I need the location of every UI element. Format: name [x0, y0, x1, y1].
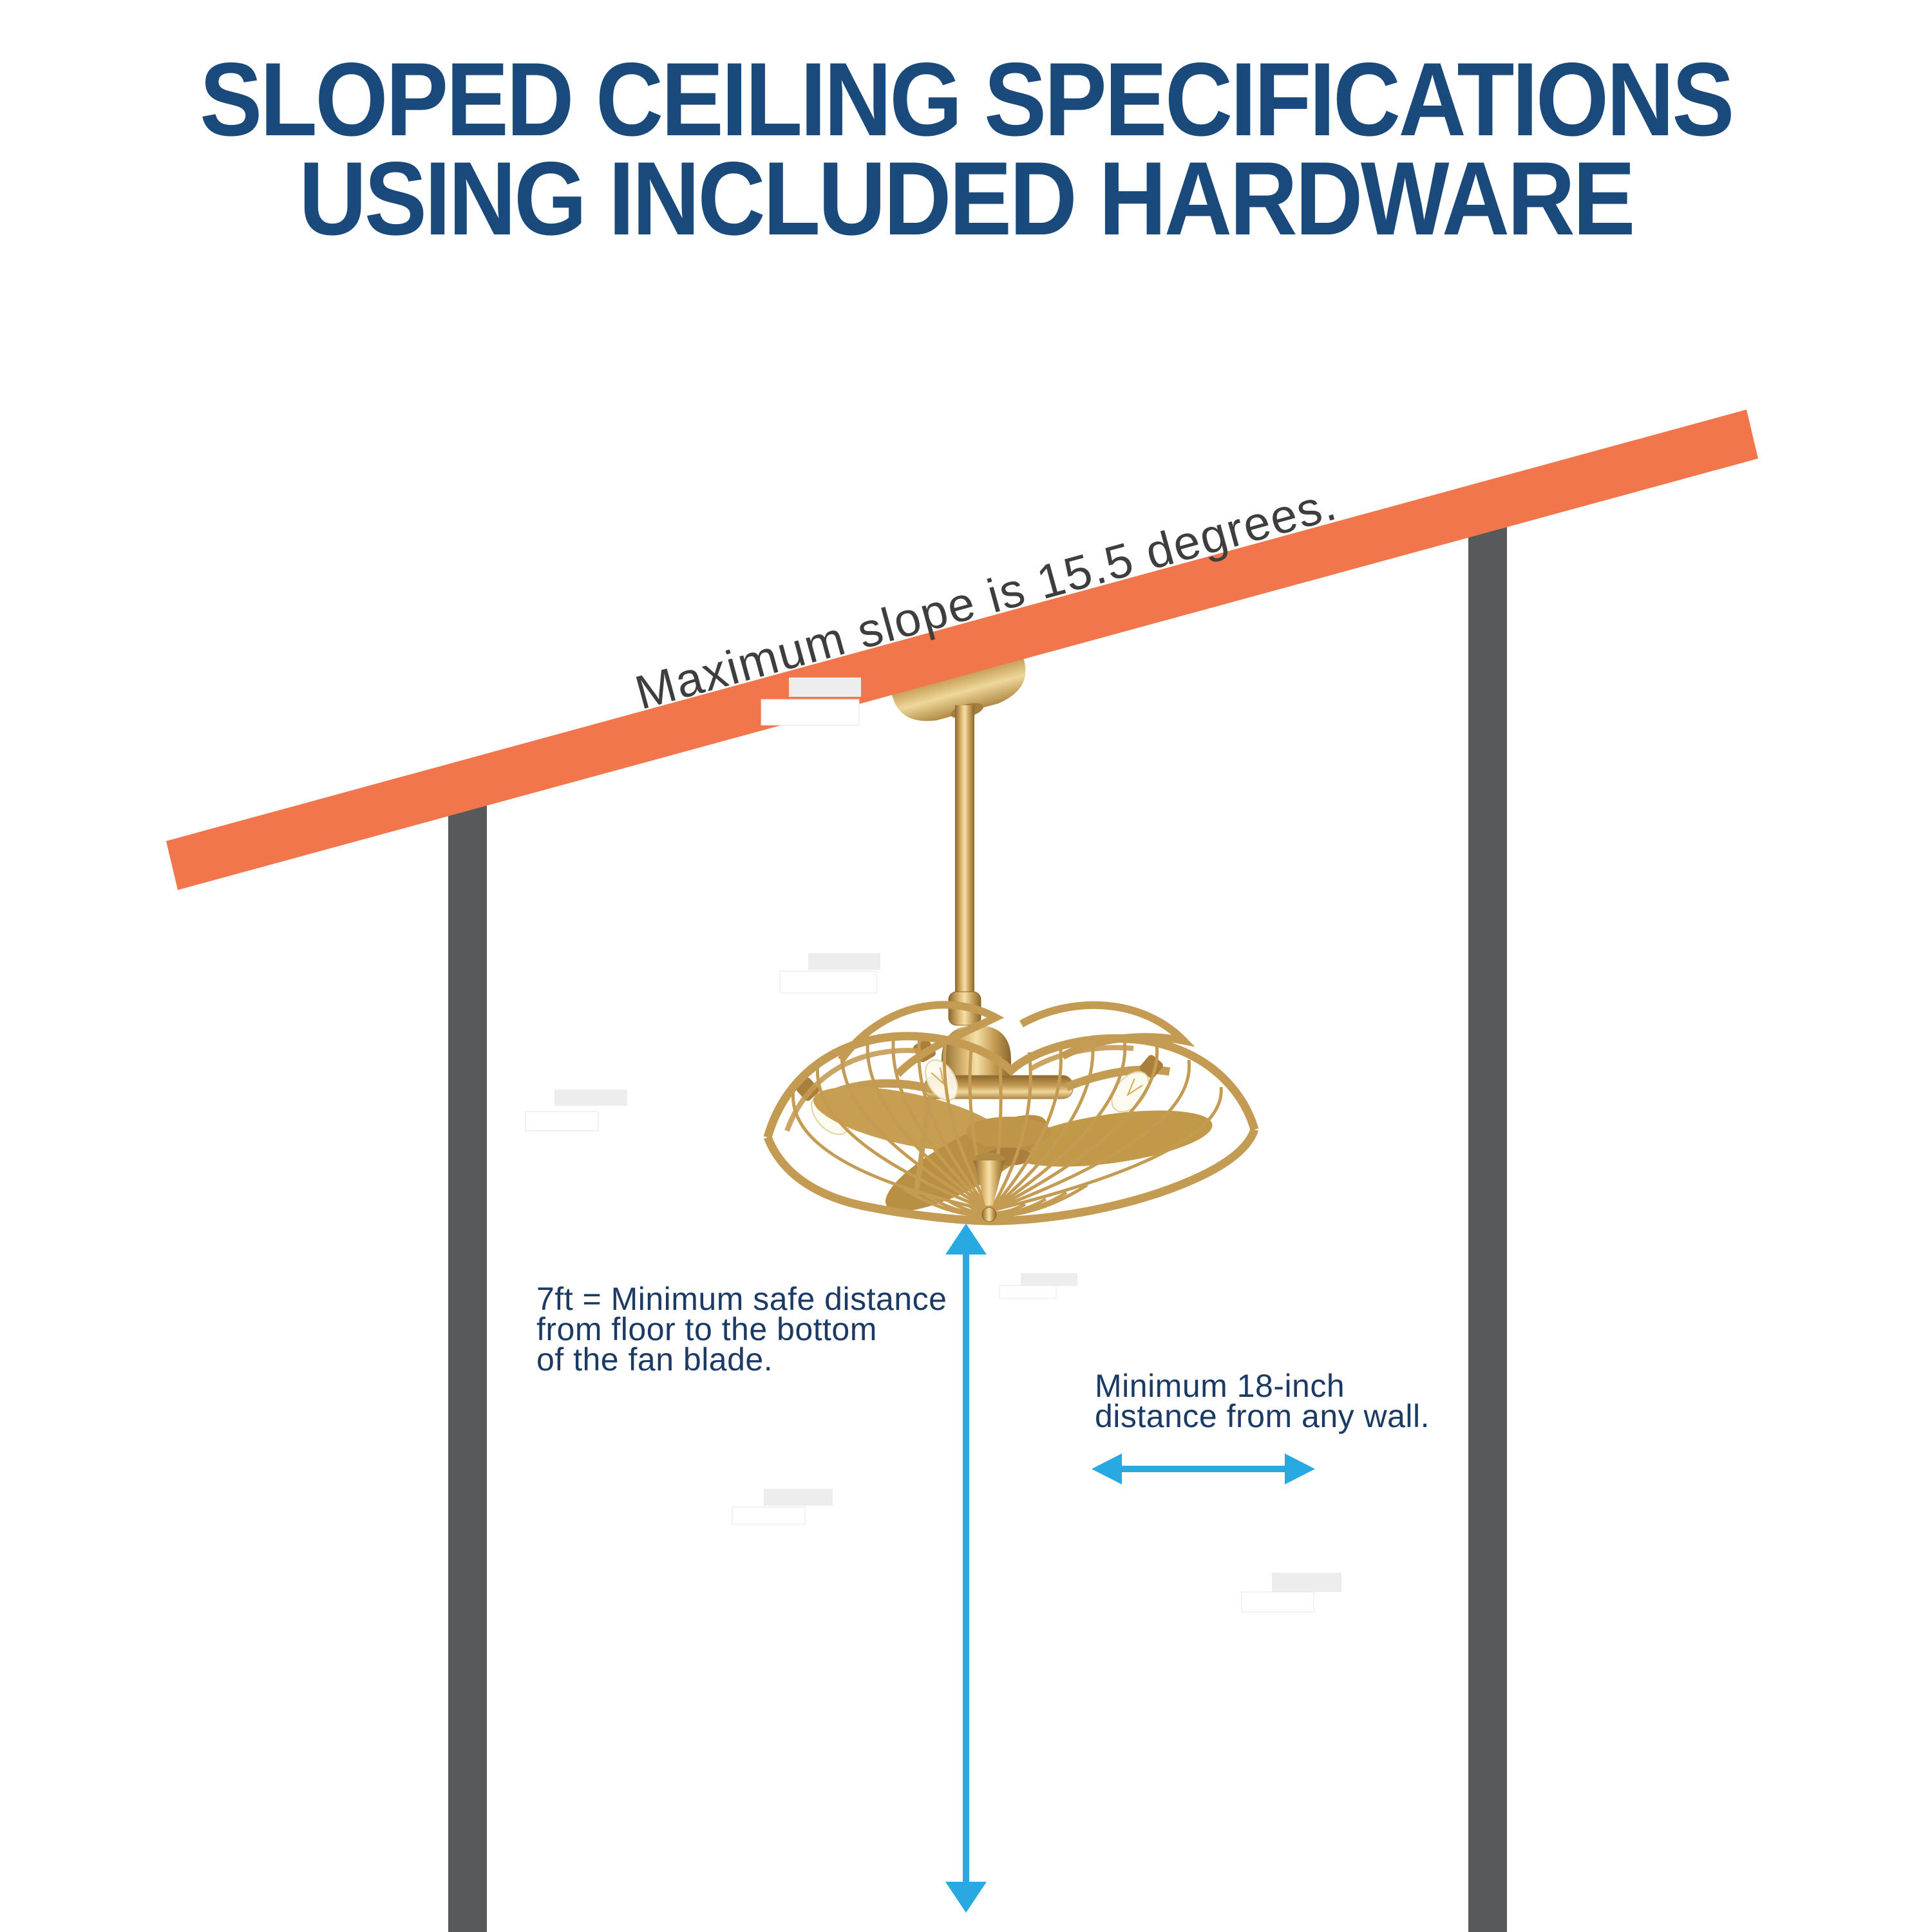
floor-clearance-label: 7ft = Minimum safe distance from floor t…: [536, 1281, 947, 1378]
page-title: SLOPED CEILING SPECIFICATIONS USING INCL…: [0, 41, 1932, 257]
page-title-line2: USING INCLUDED HARDWARE: [299, 140, 1635, 257]
finial-ball: [981, 1207, 997, 1222]
bulb-filament: [1126, 1078, 1143, 1097]
watermark-rect: [554, 1090, 627, 1106]
cage-wire: [866, 1037, 992, 1213]
downrod-tube: [955, 705, 974, 1005]
page-title-line1: SLOPED CEILING SPECIFICATIONS: [200, 41, 1734, 158]
wall-clearance-label: Minimum 18-inch distance from any wall.: [1095, 1368, 1430, 1434]
right-wall: [1468, 527, 1507, 1932]
cage-petal-loop: [1019, 1001, 1195, 1060]
floor-clearance-line3: of the fan blade.: [536, 1341, 773, 1378]
cage-rim-top: [763, 1032, 1259, 1139]
watermark-steps-icon: [525, 677, 1341, 1613]
watermark-rect: [808, 953, 880, 970]
cage-support-bar: [913, 1095, 933, 1196]
watermark-steps: [732, 1489, 833, 1525]
arrow-head-down: [945, 1882, 987, 1913]
arrow-head-left: [1092, 1454, 1122, 1484]
room-walls: [448, 527, 1507, 1932]
cage-wire: [989, 1038, 1095, 1212]
cage-wire: [989, 1044, 1159, 1213]
fan-downrod: [948, 705, 981, 1026]
watermark-steps: [999, 1273, 1077, 1299]
blade-hub-disc: [966, 1117, 1051, 1148]
cage-wire: [840, 1046, 992, 1213]
watermark-rect: [761, 699, 860, 726]
wall-clearance-line1: Minimum 18-inch: [1095, 1368, 1345, 1404]
watermark-rect: [1021, 1273, 1077, 1286]
cage-petal-loop: [838, 1001, 1005, 1077]
watermark-rect: [779, 971, 877, 994]
double-arrow-vertical-icon: [945, 1224, 987, 1913]
fan-cage: [763, 1001, 1259, 1226]
bulb-filament: [931, 1067, 945, 1086]
watermark-rect: [732, 1506, 806, 1525]
watermark-rect: [789, 677, 861, 697]
sloped-ceiling-beam: [166, 410, 1758, 890]
arrow-head-up: [945, 1224, 987, 1255]
watermark-steps: [761, 677, 861, 726]
cage-wire: [990, 1059, 1191, 1213]
cage-wire: [990, 1086, 1223, 1213]
watermark-rect: [764, 1489, 833, 1506]
fan-finial: [974, 1153, 1005, 1222]
left-wall: [448, 805, 487, 1932]
floor-clearance-line2: from floor to the bottom: [536, 1311, 877, 1347]
cage-wire: [791, 1089, 991, 1213]
cage-rim-bottom: [763, 1128, 1259, 1226]
watermark-rect: [1272, 1573, 1341, 1592]
watermark-steps: [525, 1090, 627, 1132]
wall-clearance-line2: distance from any wall.: [1095, 1398, 1430, 1434]
arrow-head-right: [1285, 1454, 1315, 1484]
cage-wire: [942, 1041, 992, 1212]
cage-wire: [989, 1052, 1032, 1212]
double-arrow-horizontal-icon: [1092, 1454, 1315, 1484]
cage-wire: [815, 1063, 991, 1213]
finial-cone: [974, 1160, 1005, 1206]
cage-wire: [891, 1034, 992, 1212]
bulb-glass: [925, 1059, 958, 1101]
bulb-right: [1111, 1055, 1163, 1113]
watermark-rect: [999, 1285, 1057, 1299]
floor-clearance-line1: 7ft = Minimum safe distance: [536, 1281, 947, 1317]
watermark-steps: [1241, 1573, 1341, 1613]
watermark-steps: [779, 953, 880, 994]
cage-wire: [989, 1038, 1127, 1213]
cage-wire: [917, 1036, 992, 1212]
watermark-rect: [525, 1111, 599, 1132]
watermark-rect: [1241, 1591, 1314, 1613]
cage-wire: [989, 1043, 1063, 1212]
